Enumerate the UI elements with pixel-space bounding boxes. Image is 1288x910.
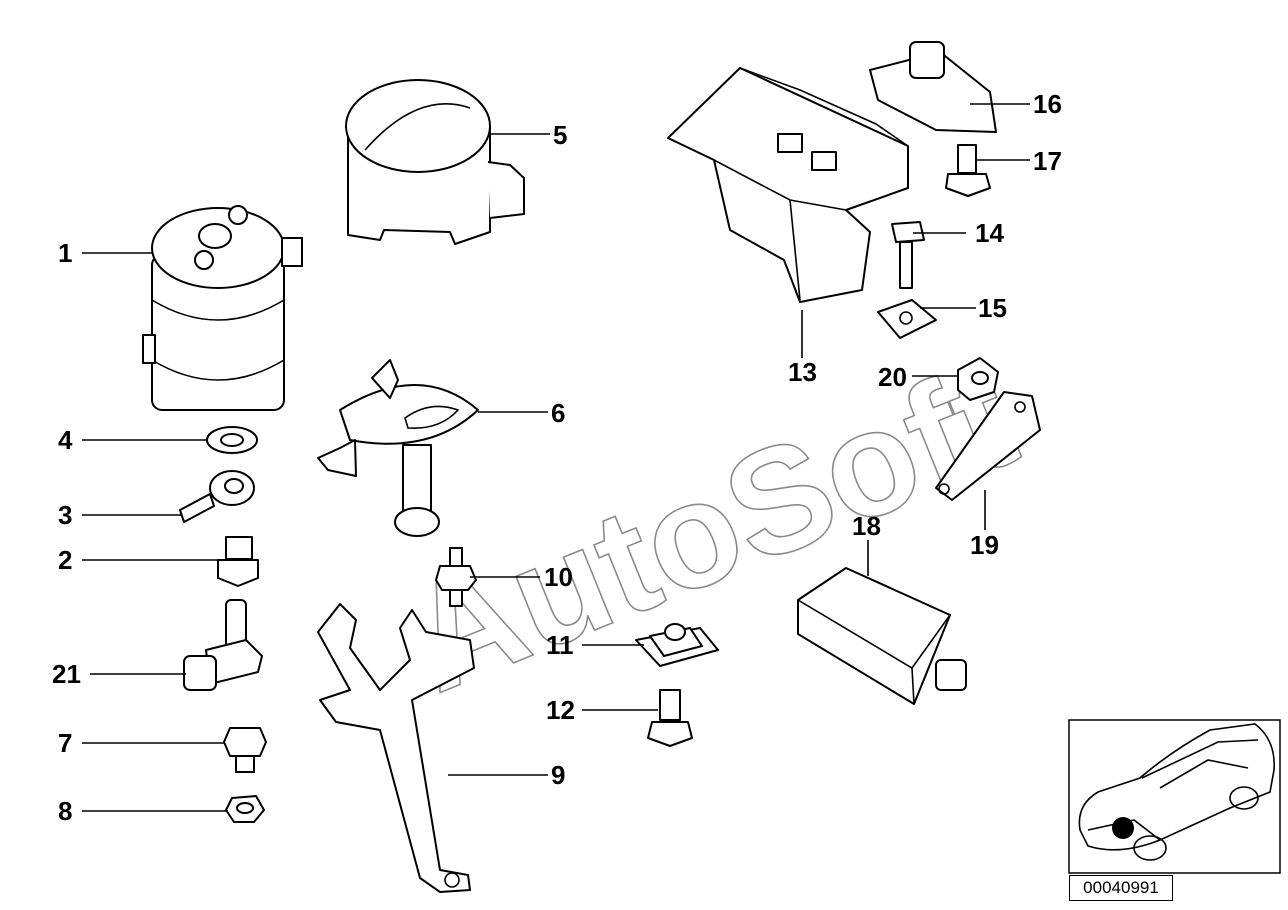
- callout-1: 1: [58, 238, 72, 268]
- part-14-bolt: [891, 221, 925, 289]
- part-18-control-module: [797, 567, 967, 705]
- car-outline-icon: [1078, 723, 1275, 861]
- callout-2: 2: [58, 545, 72, 575]
- part-21-elbow-fitting: [183, 599, 263, 691]
- callout-17: 17: [1033, 146, 1062, 176]
- part-3-banjo-fitting: [179, 470, 255, 523]
- callout-16: 16: [1033, 89, 1062, 119]
- callout-12: 12: [546, 695, 575, 725]
- callout-13: 13: [788, 357, 817, 387]
- part-19-mounting-plate: [935, 391, 1041, 501]
- part-15-clip-nut: [877, 299, 937, 339]
- part-4-washer: [206, 426, 258, 454]
- callout-18: 18: [852, 511, 881, 541]
- part-1-pump-motor: [142, 205, 303, 411]
- callout-20: 20: [878, 362, 907, 392]
- callout-14: 14: [975, 218, 1004, 248]
- part-6-upper-bracket: [317, 359, 479, 537]
- callout-7: 7: [58, 728, 72, 758]
- callout-3: 3: [58, 500, 72, 530]
- location-marker: [1112, 817, 1134, 839]
- part-9-lower-bracket: [317, 603, 475, 893]
- callout-10: 10: [544, 562, 573, 592]
- part-8-nut: [225, 795, 265, 823]
- document-id: 00040991: [1069, 875, 1173, 901]
- callout-9: 9: [551, 760, 565, 790]
- callout-19: 19: [970, 530, 999, 560]
- callout-labels: 1 2 3 4 5 6 7 8 9 10 11 12 13 14 15 16 1…: [52, 89, 1062, 826]
- part-5-cover-cap: [345, 79, 525, 245]
- part-7-bolt: [223, 727, 267, 773]
- callout-4: 4: [58, 425, 73, 455]
- callout-5: 5: [553, 120, 567, 150]
- part-17-bolt: [945, 144, 991, 197]
- callout-6: 6: [551, 398, 565, 428]
- part-2-hollow-bolt: [217, 536, 259, 587]
- part-11-clip-nut: [635, 623, 719, 667]
- callout-21: 21: [52, 659, 81, 689]
- part-20-nut: [957, 357, 999, 401]
- leader-lines: [82, 103, 1030, 812]
- locator-inset: [1068, 719, 1281, 874]
- part-12-bolt: [647, 689, 693, 747]
- callout-11: 11: [546, 630, 574, 660]
- callout-15: 15: [978, 293, 1007, 323]
- part-16-sensor: [869, 41, 997, 133]
- part-13-main-bracket: [667, 67, 909, 303]
- callout-8: 8: [58, 796, 72, 826]
- part-10-stud: [435, 547, 477, 607]
